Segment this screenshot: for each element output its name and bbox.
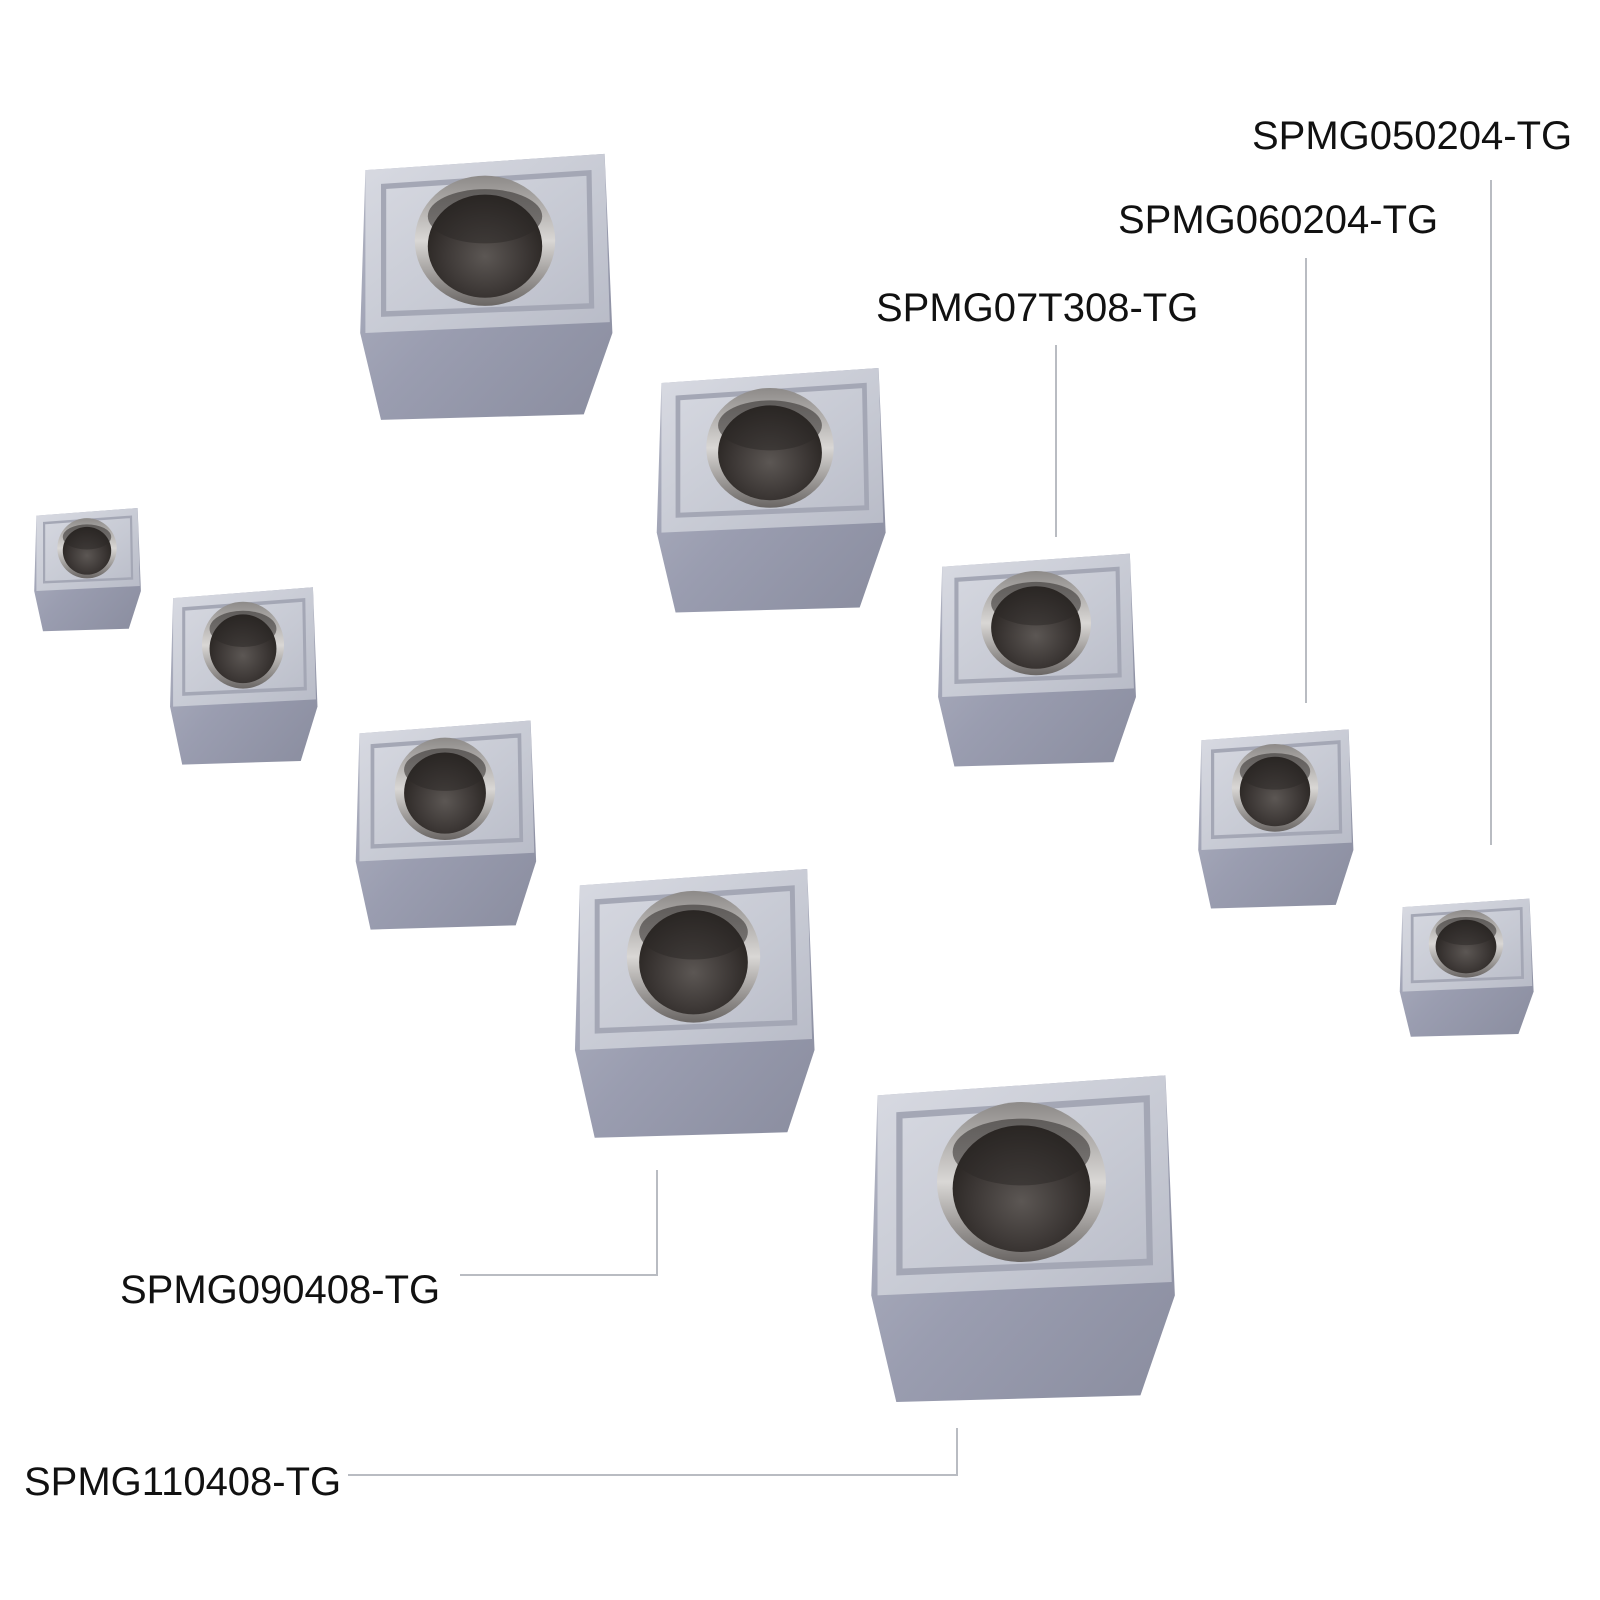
insert-top-large (355, 143, 615, 428)
label-spmg050204: SPMG050204-TG (1252, 114, 1573, 158)
insert-left-small (32, 503, 143, 635)
leader-spmg110408-vertical (956, 1428, 958, 1476)
insert-spmg07t308 (934, 545, 1138, 773)
insert-left-center (352, 712, 538, 936)
insert-spmg110408 (865, 1062, 1178, 1412)
insert-spmg050204 (1397, 893, 1536, 1041)
label-spmg090408: SPMG090408-TG (120, 1268, 441, 1312)
insert-spmg060204 (1195, 722, 1356, 914)
leader-spmg07t308 (1055, 345, 1057, 537)
leader-spmg090408-vertical (656, 1170, 658, 1275)
label-spmg110408: SPMG110408-TG (24, 1460, 342, 1504)
label-spmg060204: SPMG060204-TG (1118, 198, 1439, 242)
leader-spmg050204 (1490, 180, 1492, 845)
insert-spmg090408 (570, 858, 817, 1146)
insert-center-upper (652, 358, 888, 620)
leader-spmg110408-horizontal (348, 1474, 958, 1476)
label-spmg07t308: SPMG07T308-TG (876, 286, 1199, 330)
leader-spmg090408-horizontal (460, 1274, 658, 1276)
insert-left-medium (167, 580, 320, 770)
leader-spmg060204 (1305, 258, 1307, 703)
